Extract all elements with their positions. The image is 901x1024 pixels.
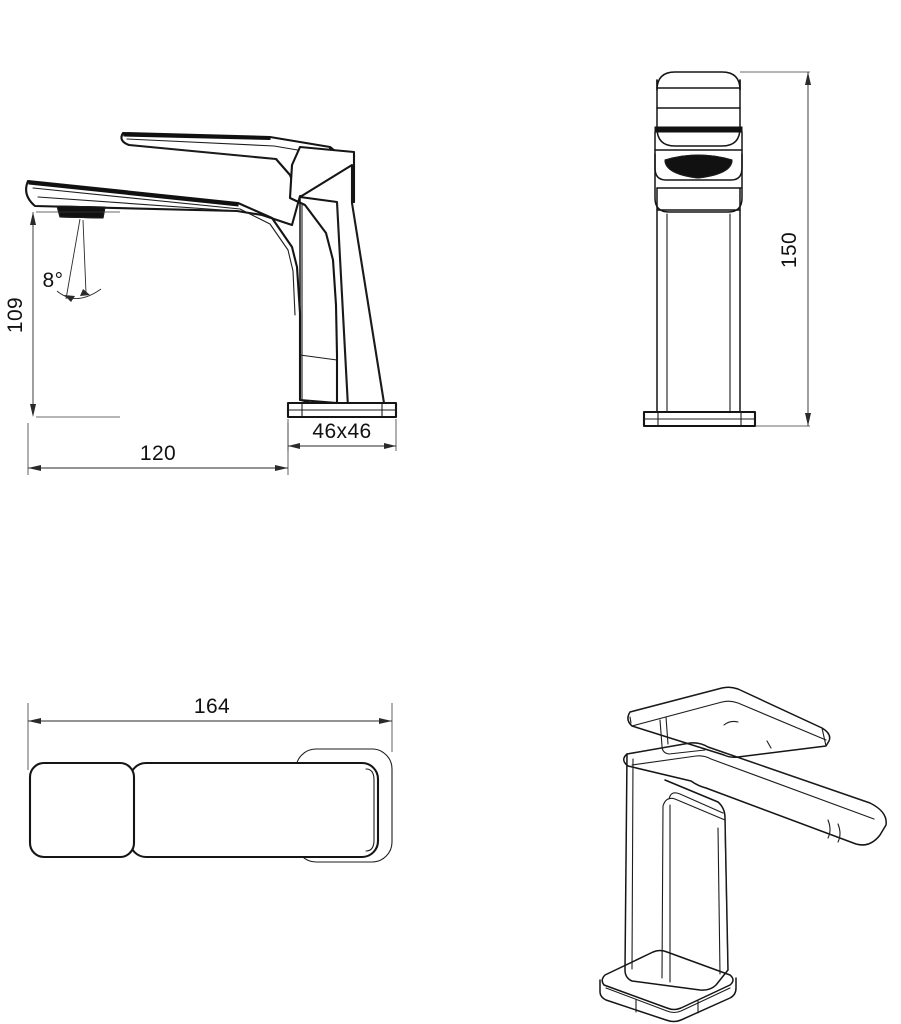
dimension-total-height-150: 150 <box>740 71 811 427</box>
iso-lever-pivot <box>659 716 706 755</box>
iso-base-plate <box>599 949 737 1023</box>
dimension-label-8deg: 8° <box>43 269 64 292</box>
dimension-overall-length-164: 164 <box>27 695 393 770</box>
side-elevation-view: 109 8° 120 46x46 <box>4 131 398 475</box>
dimension-label-109: 109 <box>4 297 27 333</box>
front-column-body <box>656 187 741 415</box>
top-spout-plan <box>128 761 380 859</box>
dimension-label-46x46: 46x46 <box>312 420 371 443</box>
top-lever-plan <box>28 761 136 859</box>
iso-lever-handle <box>627 686 831 758</box>
dimension-height-109: 109 <box>4 211 120 418</box>
front-base-plate <box>642 410 757 428</box>
side-spout-body <box>25 145 356 405</box>
dimension-label-150: 150 <box>778 232 801 268</box>
dimension-angle-8: 8° <box>43 218 102 302</box>
front-lever-handle <box>656 71 741 147</box>
isometric-perspective-view <box>599 686 887 1023</box>
dimension-reach-120: 120 <box>27 423 289 475</box>
top-plan-view: 164 <box>27 695 393 863</box>
side-base-plate <box>286 401 398 419</box>
front-elevation-view: 150 <box>642 71 811 428</box>
front-cartridge-housing <box>654 153 743 213</box>
dimension-label-164: 164 <box>194 695 230 718</box>
dimension-label-120: 120 <box>140 442 176 465</box>
dimension-base-46x46: 46x46 <box>287 419 397 451</box>
iso-column-body <box>624 753 729 991</box>
iso-spout-arm <box>623 742 887 846</box>
